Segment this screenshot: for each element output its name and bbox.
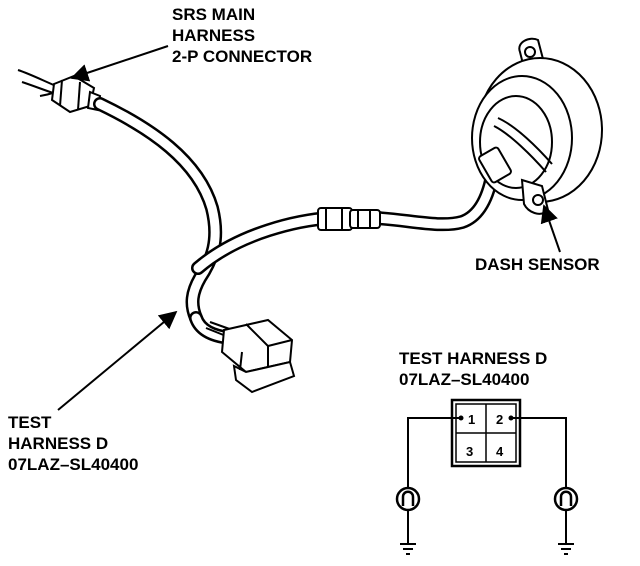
test-harness-label: TEST HARNESS D 07LAZ–SL40400	[8, 412, 138, 475]
srs-2p-connector	[50, 74, 102, 114]
srs-label-line-3: 2-P CONNECTOR	[172, 47, 313, 66]
pin-3-label: 3	[466, 444, 473, 459]
pin-connector-schematic: 1 2 3 4	[450, 398, 522, 468]
leader-arrows	[57, 45, 561, 411]
probe-left-icon	[395, 486, 421, 544]
test-harness-box-line-2: 07LAZ–SL40400	[399, 370, 530, 389]
dash-sensor-icon	[471, 37, 603, 215]
inline-connector	[317, 207, 381, 231]
srs-connector-label: SRS MAIN HARNESS 2-P CONNECTOR	[172, 4, 312, 67]
pin-4-label: 4	[496, 444, 504, 459]
test-leads	[407, 417, 567, 488]
probe-right-icon	[553, 486, 579, 544]
ground-left-icon	[400, 543, 416, 555]
dash-sensor-label: DASH SENSOR	[475, 254, 600, 275]
srs-label-line-2: HARNESS	[172, 26, 256, 45]
srs-label-line-1: SRS MAIN	[172, 5, 256, 24]
test-harness-box-label: TEST HARNESS D 07LAZ–SL40400	[399, 348, 547, 390]
pin-2-label: 2	[496, 412, 503, 427]
srs-main-harness-wires	[17, 69, 57, 97]
harness-wire-main	[93, 97, 223, 325]
pin-1-label: 1	[468, 412, 475, 427]
test-harness-label-line-3: 07LAZ–SL40400	[8, 455, 139, 474]
dash-sensor-label-text: DASH SENSOR	[475, 255, 600, 274]
ground-right-icon	[558, 543, 574, 555]
test-harness-box-line-1: TEST HARNESS D	[399, 349, 548, 368]
test-harness-label-line-2: HARNESS D	[8, 434, 109, 453]
test-harness-label-line-1: TEST	[8, 413, 52, 432]
test-harness-d-lower	[189, 311, 296, 394]
